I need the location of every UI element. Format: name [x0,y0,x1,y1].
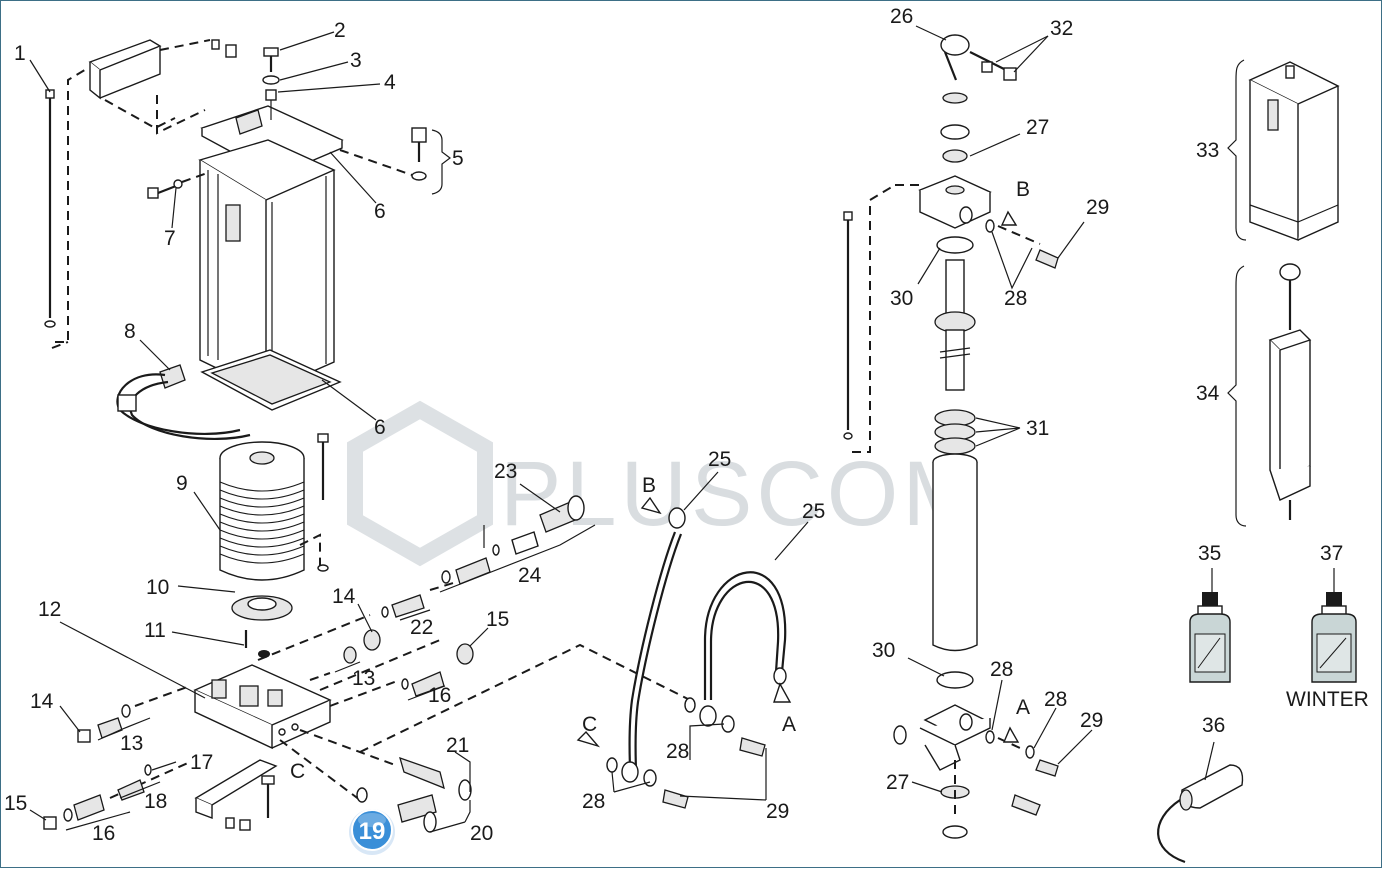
callout-13: 13 [120,732,143,755]
spare-parts-column [1157,59,1357,864]
callout-4: 4 [384,71,396,94]
callout-24: 24 [518,564,542,587]
callout-33: 33 [1196,139,1219,162]
callout-30: 30 [890,287,913,310]
leader-lines [29,25,1335,833]
part-labels: 1 2 3 4 5 6 6 7 8 9 10 11 12 13 13 14 14… [4,5,1369,845]
callout-14: 14 [30,690,54,713]
callout-30: 30 [872,639,895,662]
callout-28: 28 [666,740,689,763]
callout-37: 37 [1320,542,1343,565]
callout-5: 5 [452,147,464,170]
callout-35: 35 [1198,542,1221,565]
watermark-text: PLUSCOM [500,443,983,545]
badge-number: 19 [359,818,386,845]
callout-C: C [290,760,305,783]
callout-15: 15 [486,608,509,631]
callout-1: 1 [14,42,26,65]
callout-22: 22 [410,616,433,639]
callout-26: 26 [890,5,913,28]
callout-28: 28 [990,658,1013,681]
callout-11: 11 [144,619,166,642]
callout-9: 9 [176,472,188,495]
callout-21: 21 [446,734,469,757]
callout-B: B [1016,178,1030,201]
callout-2: 2 [334,19,346,42]
callout-36: 36 [1202,714,1225,737]
callout-12: 12 [38,598,61,621]
callout-3: 3 [350,49,362,72]
winter-label: WINTER [1286,688,1369,711]
callout-29: 29 [1080,709,1103,732]
tank-assembly [43,39,691,833]
callout-A: A [782,713,796,736]
callout-27: 27 [886,771,909,794]
callout-A: A [1016,696,1030,719]
callout-31: 31 [1026,417,1049,440]
cylinder-assembly [843,34,1059,839]
callout-28: 28 [582,790,605,813]
callout-28: 28 [1044,688,1067,711]
watermark-logo: PLUSCOM [347,400,983,567]
callout-15: 15 [4,792,27,815]
callout-C: C [582,713,597,736]
callout-6: 6 [374,200,386,223]
callout-18: 18 [144,790,167,813]
callout-29: 29 [766,800,789,823]
callout-14: 14 [332,585,356,608]
callout-25: 25 [708,448,731,471]
callout-13: 13 [352,667,375,690]
callout-8: 8 [124,320,136,343]
callout-7: 7 [164,227,176,250]
callout-34: 34 [1196,382,1220,405]
callout-B: B [642,474,656,497]
callout-32: 32 [1050,17,1073,40]
callout-25: 25 [802,500,825,523]
callout-28: 28 [1004,287,1027,310]
callout-23: 23 [494,460,517,483]
callout-16: 16 [428,684,451,707]
highlight-badge-19[interactable]: 19 [349,809,395,855]
callout-20: 20 [470,822,493,845]
callout-16: 16 [92,822,115,845]
callout-10: 10 [146,576,169,599]
callout-6: 6 [374,416,386,439]
callout-17: 17 [190,751,213,774]
callout-29: 29 [1086,196,1109,219]
hose-assembly [576,496,792,809]
callout-27: 27 [1026,116,1049,139]
